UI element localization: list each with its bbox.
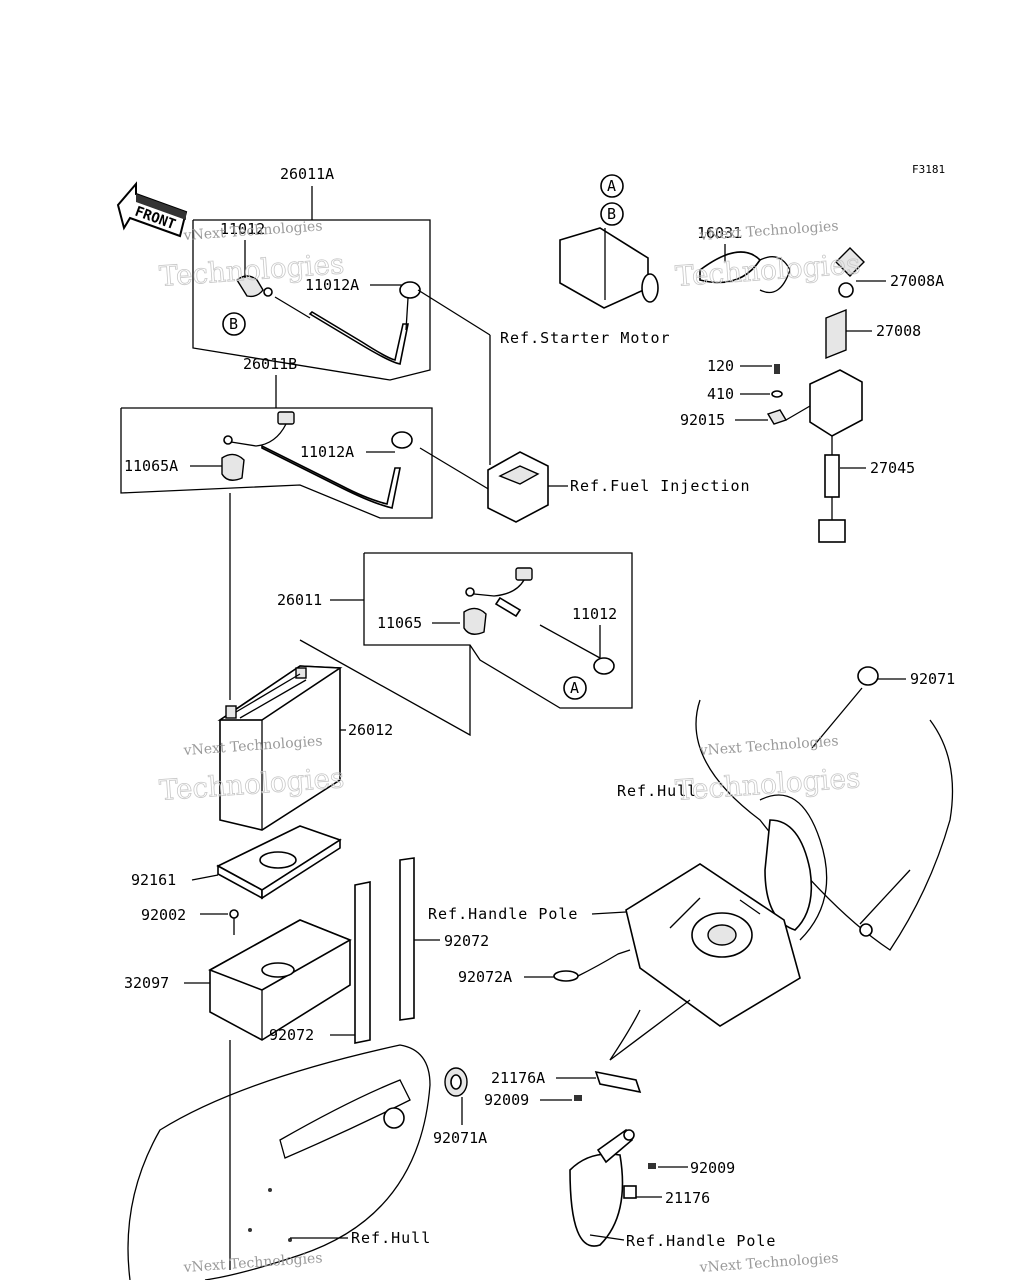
- battery: [217, 665, 343, 831]
- plate-92015: [766, 409, 788, 425]
- ref-starter-motor: Ref.Starter Motor: [500, 329, 671, 347]
- hull-lower: [127, 1040, 431, 1280]
- figure-code: F3181: [912, 163, 945, 176]
- watermark-5: vNext Technologies: [182, 1250, 323, 1276]
- svg-text:vNext Technologies: vNext Technologies: [698, 1250, 839, 1276]
- screw-120: [774, 364, 780, 374]
- callout-92072A: 92072A: [458, 968, 512, 986]
- callout-92002: 92002: [141, 906, 186, 924]
- callout-92071: 92071: [910, 670, 955, 688]
- callout-120: 120: [707, 357, 734, 375]
- watermark-4: vNext Technologies Technologies: [674, 733, 862, 807]
- callout-92009-left: 92009: [484, 1091, 529, 1109]
- callout-92015: 92015: [680, 411, 725, 429]
- callout-21176A: 21176A: [491, 1069, 545, 1087]
- callout-26012: 26012: [348, 721, 393, 739]
- marker-a-label-2: A: [607, 177, 616, 195]
- callout-27008A: 27008A: [890, 272, 944, 290]
- svg-text:Technologies: Technologies: [674, 761, 861, 807]
- svg-text:Technologies: Technologies: [674, 247, 861, 293]
- marker-b-label-2: B: [607, 205, 616, 223]
- callout-26011A: 26011A: [280, 165, 334, 183]
- cable-group-26011A: B: [192, 186, 431, 381]
- key-27008A: [835, 247, 865, 298]
- watermark-3: vNext Technologies Technologies: [158, 733, 346, 807]
- screw-92009-left: [574, 1095, 582, 1101]
- callout-92072-right: 92072: [444, 932, 489, 950]
- callout-11012A-mid: 11012A: [300, 443, 354, 461]
- key-27008: [825, 308, 847, 360]
- callout-21176: 21176: [665, 1189, 710, 1207]
- callout-11012-top: 11012: [220, 220, 265, 238]
- svg-text:vNext Technologies: vNext Technologies: [182, 1250, 323, 1276]
- marker-b-circle: [222, 312, 246, 336]
- ref-hull-upper: Ref.Hull: [617, 782, 697, 800]
- ref-hull-lower: Ref.Hull: [351, 1229, 431, 1247]
- callout-11065A: 11065A: [124, 457, 178, 475]
- clamp-92072A: [553, 949, 631, 982]
- strap-right: [399, 857, 415, 1021]
- clip-21176: [623, 1185, 637, 1199]
- hull-upper: [695, 699, 954, 951]
- clamp-21176A: [594, 1009, 642, 1094]
- callout-11012-low: 11012: [572, 605, 617, 623]
- switch-27045: [809, 369, 863, 543]
- cable-group-26011B: [120, 375, 433, 519]
- grommet-92071: [857, 666, 879, 686]
- starter-motor: [559, 174, 659, 309]
- ref-fuel-injection: Ref.Fuel Injection: [570, 477, 751, 495]
- callout-92161: 92161: [131, 871, 176, 889]
- battery-pad: [216, 825, 342, 900]
- grommet-92071A: [444, 1067, 468, 1097]
- callout-26011B: 26011B: [243, 355, 297, 373]
- screw-92009-right: [648, 1163, 656, 1169]
- ref-handle-pole-lower: Ref.Handle Pole: [626, 1232, 776, 1250]
- fuel-injection-bracket: [487, 451, 549, 523]
- watermark-2: vNext Technologies Technologies: [674, 218, 862, 293]
- callout-92072-left: 92072: [269, 1026, 314, 1044]
- callout-11012A-top: 11012A: [305, 276, 359, 294]
- callout-11065: 11065: [377, 614, 422, 632]
- marker-b-label-1: B: [229, 315, 238, 333]
- washer-410: [771, 390, 783, 398]
- svg-text:Technologies: Technologies: [158, 761, 345, 807]
- watermark-1: vNext Technologies Technologies: [158, 218, 346, 293]
- callout-32097: 32097: [124, 974, 169, 992]
- front-arrow-icon: FRONT: [116, 181, 188, 238]
- callout-92071A: 92071A: [433, 1129, 487, 1147]
- handle-pole-plate: [625, 863, 801, 1027]
- watermark-6: vNext Technologies: [698, 1250, 839, 1276]
- svg-text:vNext Technologies: vNext Technologies: [698, 733, 839, 759]
- lanyard-16031: [699, 251, 791, 294]
- bolt-92002: [229, 909, 239, 935]
- callout-27008: 27008: [876, 322, 921, 340]
- marker-a-label-1: A: [570, 679, 579, 697]
- callout-16031: 16031: [697, 224, 742, 242]
- battery-case: [208, 919, 352, 1041]
- svg-text:vNext Technologies: vNext Technologies: [698, 218, 839, 244]
- callout-26011: 26011: [277, 591, 322, 609]
- handle-pole-lower: [569, 999, 691, 1247]
- callout-27045: 27045: [870, 459, 915, 477]
- strap-left: [354, 881, 371, 1044]
- callout-410: 410: [707, 385, 734, 403]
- ref-handle-pole-upper: Ref.Handle Pole: [428, 905, 578, 923]
- callout-92009-right: 92009: [690, 1159, 735, 1177]
- cable-group-26011: A: [363, 552, 633, 709]
